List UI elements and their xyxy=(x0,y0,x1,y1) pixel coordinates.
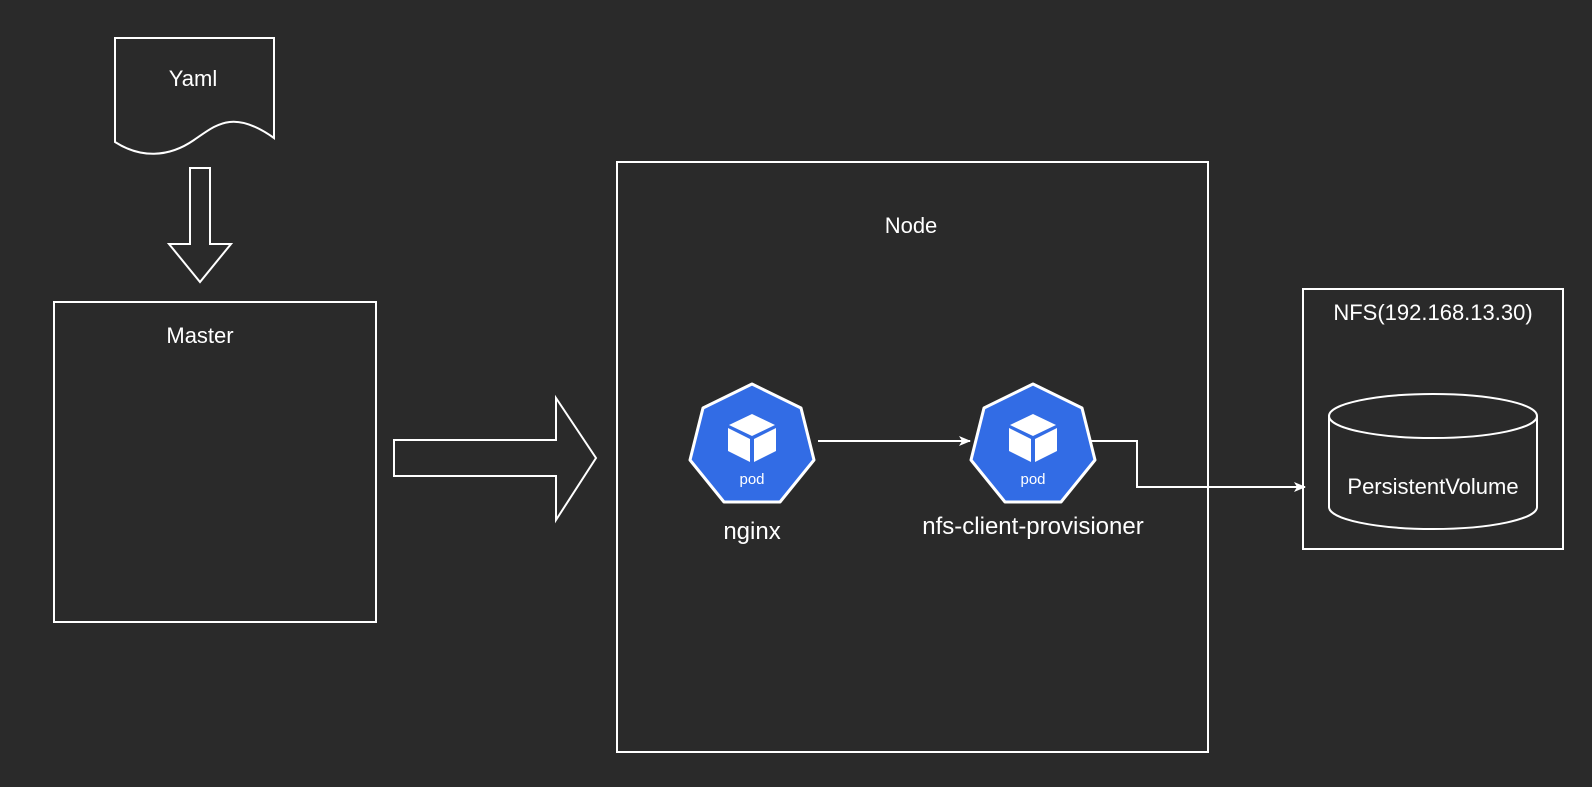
pod-badge-label: pod xyxy=(1020,471,1045,488)
pod-name-label: nfs-client-provisioner xyxy=(922,513,1143,540)
pod-name-label: nginx xyxy=(723,518,780,545)
node-box: Node xyxy=(616,161,1209,753)
master-box: Master xyxy=(53,301,377,623)
yaml-document: Yaml xyxy=(114,37,275,155)
node-box-frame xyxy=(616,161,1209,753)
cube-icon xyxy=(1009,414,1057,462)
yaml-document-shape xyxy=(114,37,275,155)
pod-badge-label: pod xyxy=(739,471,764,488)
persistent-volume-cylinder: PersistentVolume xyxy=(1328,393,1538,530)
cylinder-top xyxy=(1328,393,1538,439)
node-box-label: Node xyxy=(885,213,938,238)
pod-nfs-client-provisioner: pod nfs-client-provisioner xyxy=(922,382,1144,540)
master-box-label: Master xyxy=(166,323,233,348)
nfs-box-label: NFS(192.168.13.30) xyxy=(1333,300,1532,325)
master-to-node-arrow xyxy=(393,394,598,524)
cube-icon xyxy=(728,414,776,462)
pod-heptagon xyxy=(688,382,816,504)
nfs-box-frame xyxy=(1302,288,1564,550)
cylinder-body xyxy=(1328,416,1538,530)
persistent-volume-label: PersistentVolume xyxy=(1347,474,1518,499)
nfs-box: NFS(192.168.13.30) PersistentVolume xyxy=(1302,288,1564,550)
pod-heptagon xyxy=(969,382,1097,504)
provisioner-to-volume-connector xyxy=(1090,440,1306,492)
pod-nginx: pod nginx xyxy=(688,382,816,545)
yaml-document-label: Yaml xyxy=(169,66,218,91)
master-box-frame xyxy=(53,301,377,623)
yaml-to-master-arrow xyxy=(166,167,234,284)
